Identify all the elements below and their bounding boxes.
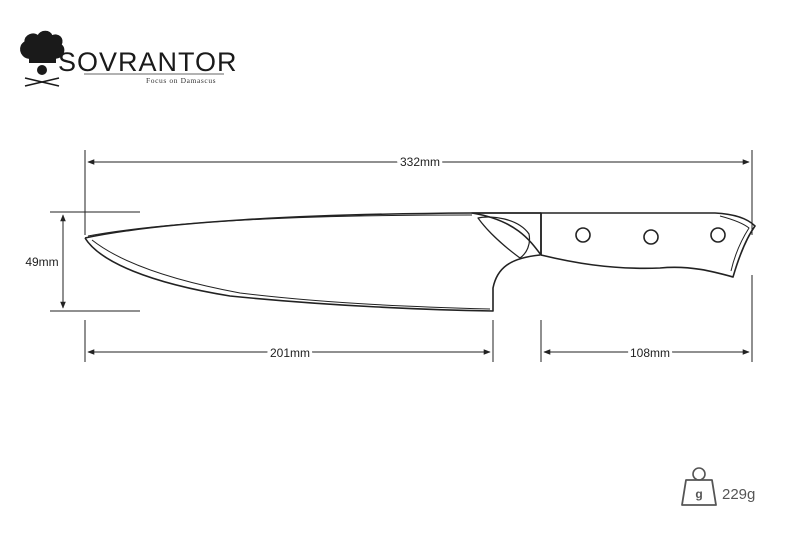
handle-length-label: 108mm — [630, 346, 670, 360]
total-length-label: 332mm — [400, 155, 440, 169]
handle-length-dimension — [540, 275, 753, 362]
weight-icon-glyph: g — [695, 487, 702, 501]
total-length-dimension — [84, 150, 753, 235]
weight-value: 229g — [722, 486, 755, 503]
handle-inner-line — [719, 215, 750, 272]
weight-icon: g — [681, 467, 717, 506]
blade-spine-bevel — [87, 214, 473, 237]
chef-hat-icon — [20, 30, 65, 87]
handle-rivet-3 — [710, 227, 726, 243]
handle-outline — [540, 212, 756, 278]
blade-length-label: 201mm — [270, 346, 310, 360]
knife-outline — [84, 212, 756, 312]
brand-name: SOVRANTOR — [58, 47, 238, 77]
bolster-inner — [477, 216, 531, 259]
handle-rivet-2 — [643, 229, 659, 245]
blade-outline — [84, 212, 541, 312]
blade-height-dimension — [50, 211, 140, 312]
handle-rivet-1 — [575, 227, 591, 243]
blade-height-label: 49mm — [25, 255, 58, 269]
blade-length-dimension — [84, 320, 494, 362]
brand-tagline: Focus on Damascus — [146, 76, 216, 85]
blade-edge-bevel — [91, 239, 491, 310]
